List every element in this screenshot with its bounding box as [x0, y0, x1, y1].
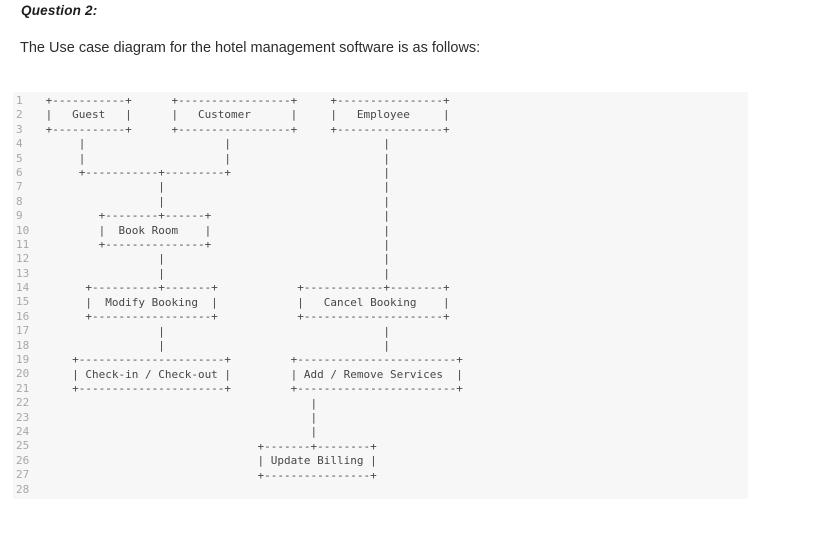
line-number: 2 — [16, 108, 23, 122]
line-number: 14 — [16, 281, 30, 295]
line-number: 17 — [16, 324, 30, 338]
line-number: 7 — [16, 180, 23, 194]
line-number: 12 — [16, 252, 30, 266]
line-number: 13 — [16, 266, 30, 280]
line-number: 1 — [16, 94, 23, 107]
line-number: 22 — [16, 396, 30, 410]
line-number: 3 — [16, 122, 23, 136]
line-number: 6 — [16, 165, 23, 179]
line-number: 4 — [16, 137, 23, 151]
line-number: 9 — [16, 209, 23, 223]
line-number: 18 — [16, 338, 30, 352]
line-number: 24 — [16, 424, 30, 438]
line-number: 20 — [16, 367, 30, 381]
intro-text: The Use case diagram for the hotel manag… — [20, 40, 481, 56]
line-number: 5 — [16, 151, 23, 165]
line-number: 25 — [16, 439, 30, 453]
line-number: 28 — [16, 482, 30, 496]
line-number: 19 — [16, 353, 30, 367]
line-number: 11 — [16, 237, 30, 251]
line-number: 23 — [16, 410, 30, 424]
line-number: 27 — [16, 468, 30, 482]
line-number: 15 — [16, 295, 30, 309]
question-title: Question 2: — [21, 3, 98, 18]
line-number: 26 — [16, 453, 30, 467]
line-number: 16 — [16, 309, 30, 323]
line-number: 10 — [16, 223, 30, 237]
line-number: 8 — [16, 194, 23, 208]
line-number: 21 — [16, 381, 30, 395]
ascii-use-case-diagram: +-----------+ +-----------------+ +-----… — [45, 94, 463, 482]
